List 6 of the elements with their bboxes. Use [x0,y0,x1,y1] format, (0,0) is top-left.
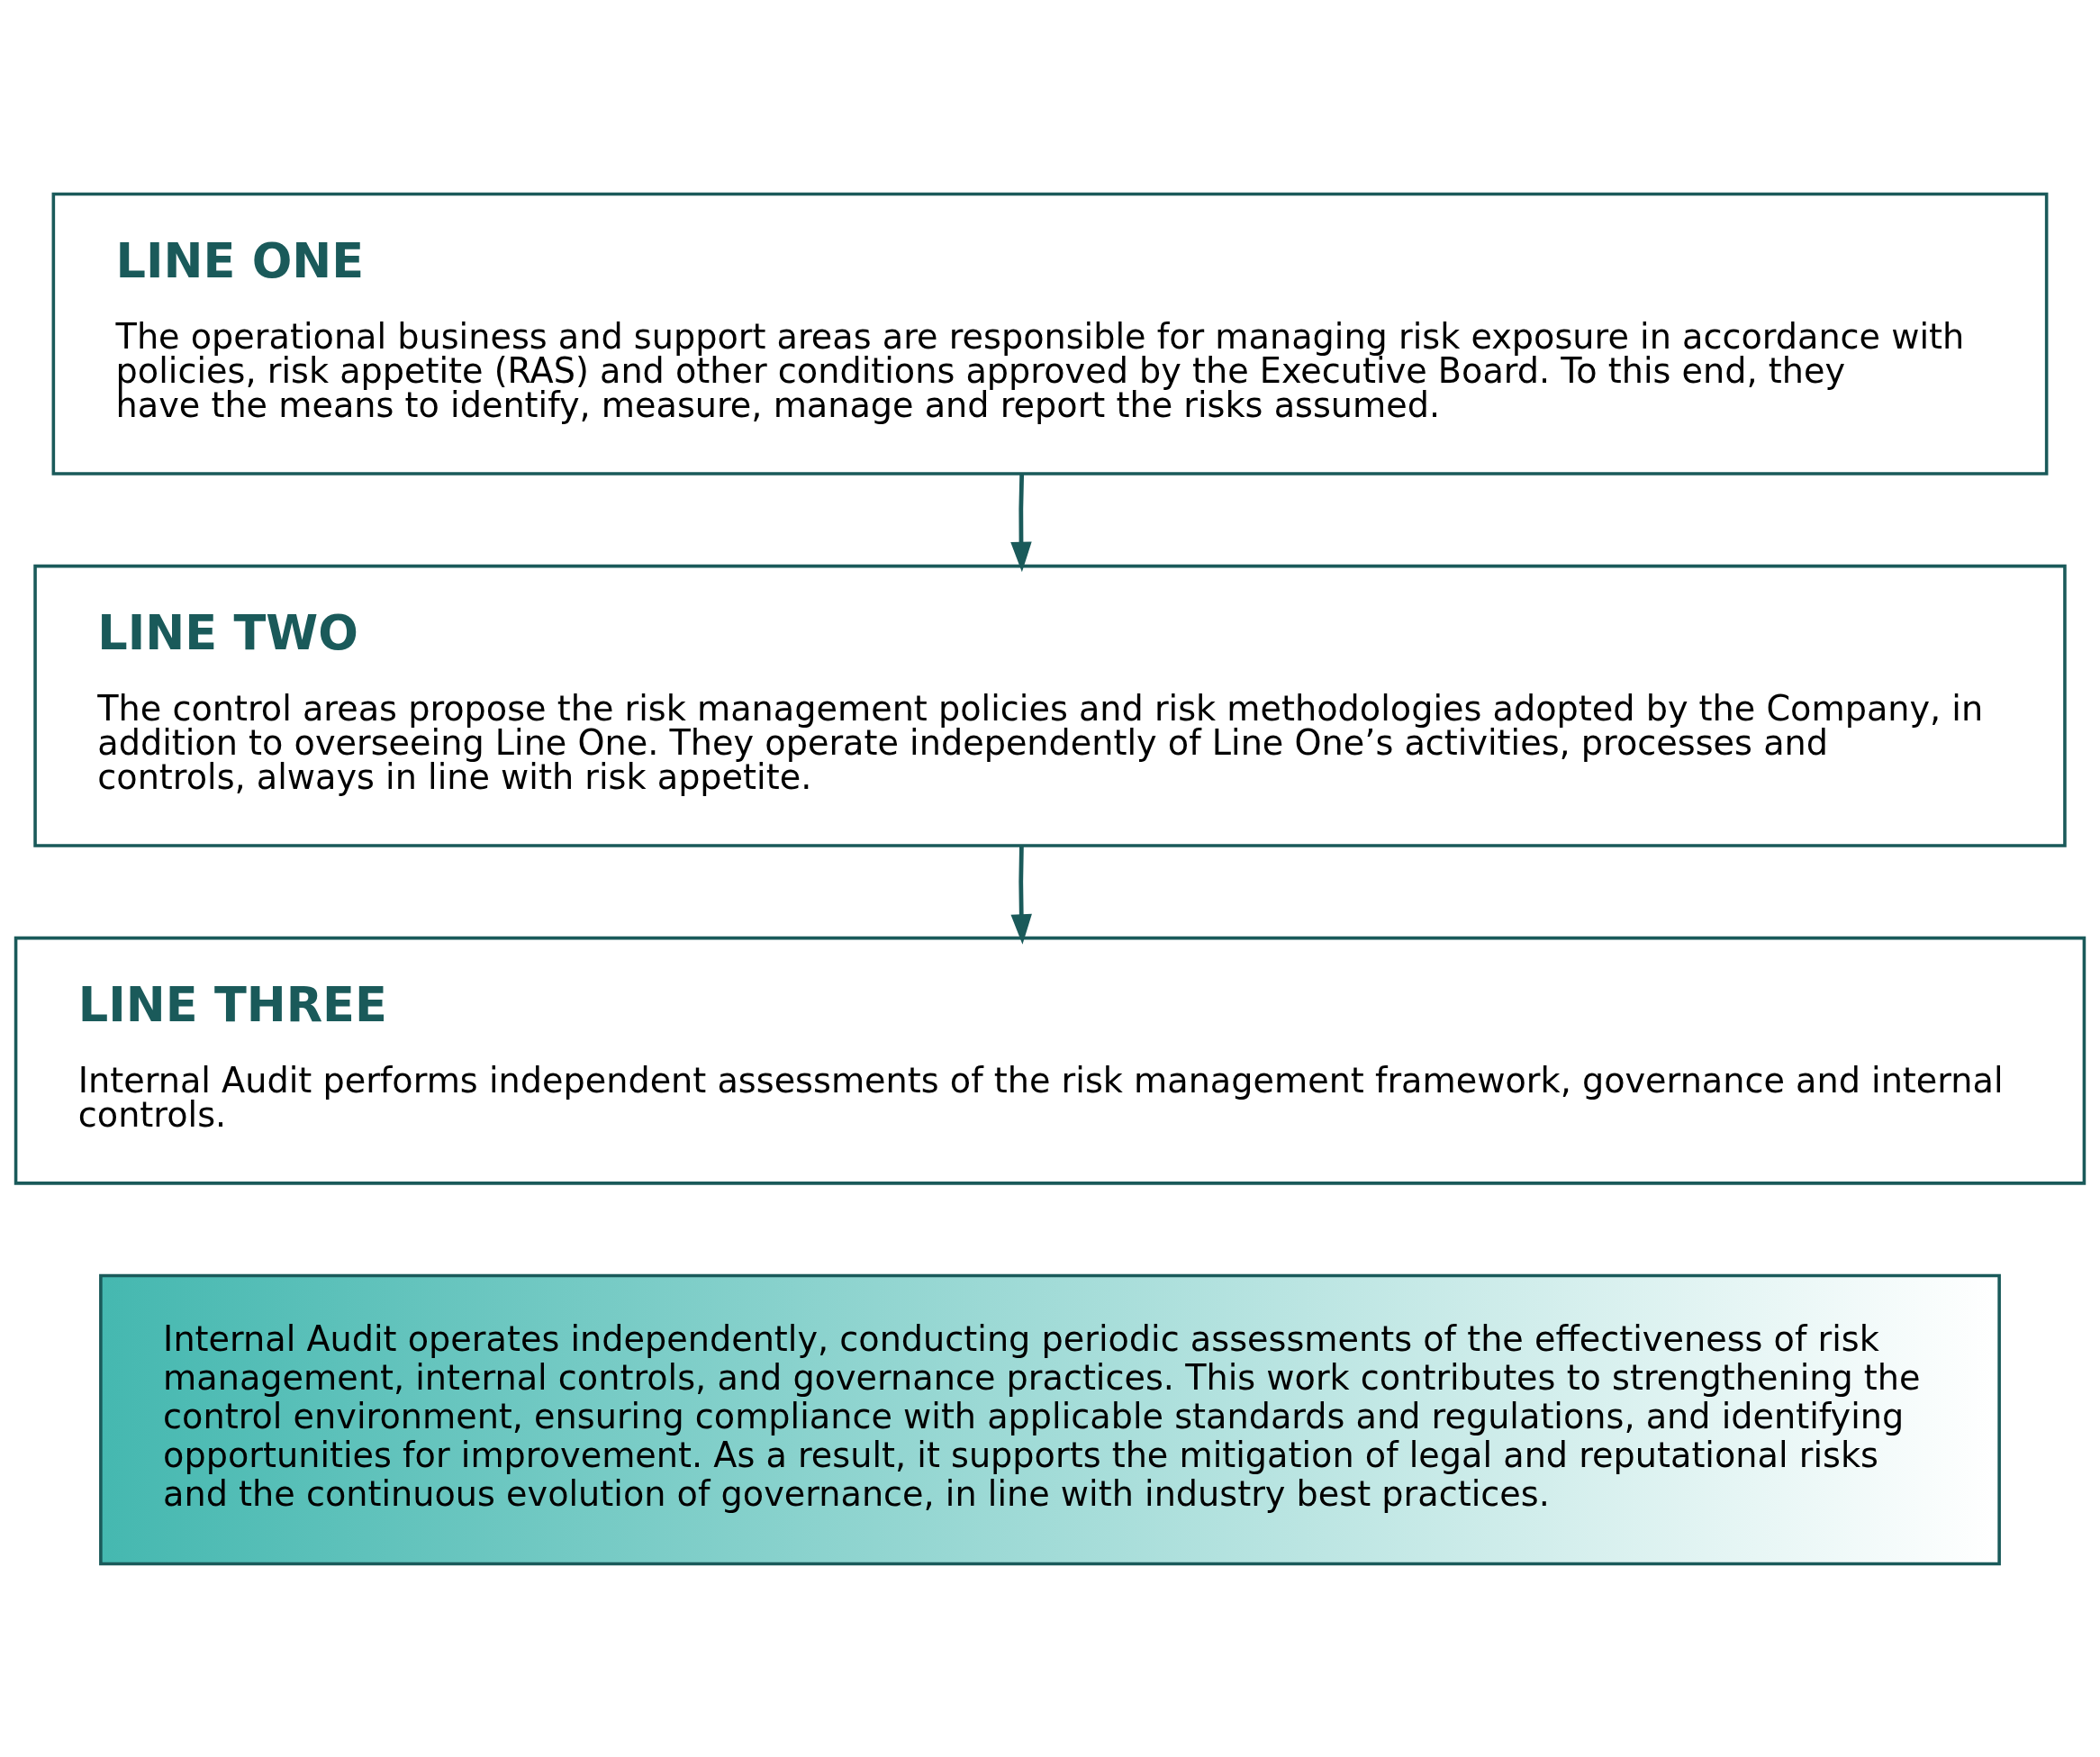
node-box: LINE ONE The operational business and support areas are responsible for managing risk exposure in accordance with policies, risk appetite (RAS) and other conditions approved by the Executive Board. To this end, they have the means to identify, measure, manage and report the risks assumed. [51,192,2049,475]
node-box: LINE TWO The control areas propose the risk management policies and risk methodologies adopted by the Company, in addition to overseeing Line One. They operate independently of Line One’s activities, processes and controls, always in line with risk appetite. [33,564,2067,847]
node-box: Internal Audit operates independently, conducting periodic assessments of the effectiveness of risk management, internal controls, and governance practices. This work contributes to strengthening the control environment, ensuring compliance with applicable standards and regulations, and identifying opportunities for improvement. As a result, it supports the mitigation of legal and reputational risks and the continuous evolution of governance, in line with industry best practices. [99,1273,2001,1565]
node-box: LINE THREE Internal Audit performs independent assessments of the risk management framework, governance and internal controls. [14,936,2086,1185]
arrow [1010,846,1032,945]
arrow [1010,473,1032,572]
